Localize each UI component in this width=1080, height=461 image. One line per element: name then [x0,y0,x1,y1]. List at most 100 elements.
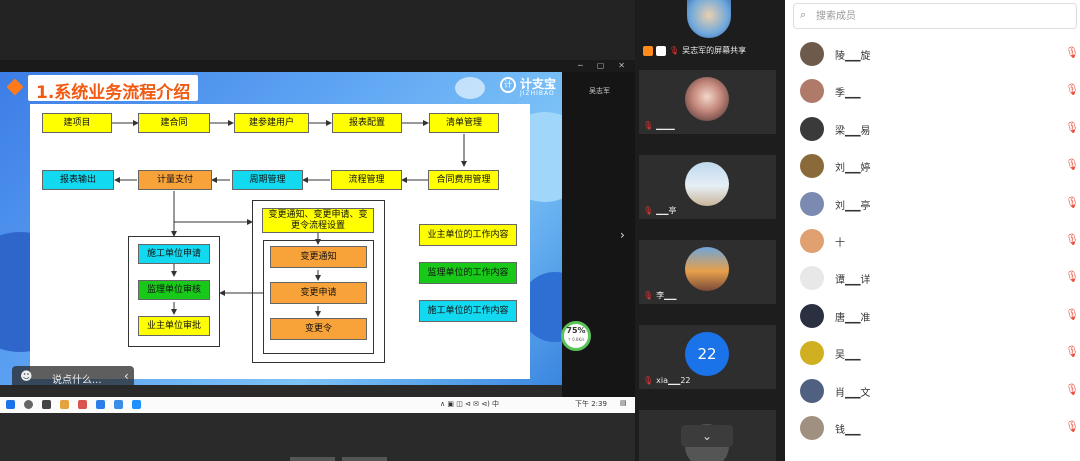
mic-muted-icon[interactable]: 🎙 [1065,420,1079,433]
brand-logo-icon: 计 [500,77,516,93]
approval-group-frame [128,236,220,347]
member-name: 谭▁▁详 [835,275,871,287]
flow-step: 合同费用管理 [428,170,499,190]
flow-step: 变更令 [270,318,367,340]
mic-muted-icon[interactable]: 🎙 [1065,83,1079,97]
member-avatar [800,378,824,403]
close-icon[interactable]: ✕ [618,61,625,70]
flow-step: 建项目 [42,113,112,133]
member-item[interactable]: 梁▁▁易 🎙 [785,110,1080,147]
mic-muted-icon[interactable]: 🎙 [1065,46,1079,59]
video-tile[interactable]: 🎙▁▁亭 [639,155,776,219]
legend-supervisor: 监理单位的工作内容 [419,262,517,284]
member-item[interactable]: 钱▁▁🎙 [785,409,1080,446]
member-item[interactable]: 唐▁▁准🎙 [785,297,1080,334]
member-search-box[interactable]: ⌕ [793,3,1077,29]
emoji-icon[interactable]: ☻ [20,369,33,383]
mic-muted-icon[interactable]: 🎙 [1065,382,1079,396]
mic-muted-icon[interactable]: 🎙 [1065,270,1079,284]
system-tray-icons[interactable]: ∧ ▣ ◫ ⊲ ✉ ⊲) 中 [440,400,500,408]
mic-muted-icon[interactable]: 🎙 [1065,233,1079,246]
maximize-icon[interactable]: ▢ [596,61,605,70]
member-avatar [800,341,824,366]
mic-muted-icon[interactable]: 🎙 [1065,158,1079,172]
windows-taskbar: ∧ ▣ ◫ ⊲ ✉ ⊲) 中 下午 2:39 ▤ [0,397,635,413]
mic-muted-icon[interactable]: 🎙 [1065,345,1079,359]
chat-placeholder[interactable]: 说点什么... [52,375,102,386]
participant-name: 李▁▁ [656,290,677,300]
member-avatar [800,116,824,141]
flow-step: 变更申请 [270,282,367,304]
brand-logo: 计 计支宝 JIZHIBAO [500,74,562,100]
mic-muted-icon[interactable]: 🎙 [1065,307,1079,321]
member-name: 十 [835,238,845,249]
mic-muted-icon[interactable]: 🎙 [1065,120,1079,134]
member-name: 吴▁▁ [835,350,861,362]
participant-name: xia▁▁22 [656,375,691,385]
legend-owner: 业主单位的工作内容 [419,224,517,246]
task-view-icon[interactable] [42,400,51,409]
collapse-arrow-icon[interactable]: › [620,228,625,242]
presenter-tile[interactable]: 🎙 吴志军的屏幕共享 [639,0,776,62]
member-avatar [800,229,824,253]
video-tile[interactable]: 22 🎙xia▁▁22 [639,325,776,389]
app-icon[interactable] [132,400,141,409]
member-avatar [800,154,824,179]
notification-icon[interactable]: ▤ [620,399,627,407]
flowchart-board: 建项目 建合同 建参建用户 报表配置 清单管理 报表输出 计量支付 周期管理 流… [30,104,530,379]
slide-title-box [28,75,198,101]
start-icon[interactable] [6,400,15,409]
participant-avatar [685,247,729,291]
brand-subtitle: JIZHIBAO [520,90,555,97]
member-item[interactable]: 肖▁▁文🎙 [785,372,1080,409]
slide-header: 1.系统业务流程介绍 计 计支宝 JIZHIBAO [0,72,562,103]
flow-step: 施工单位申请 [138,244,210,264]
browser-icon[interactable] [96,400,105,409]
member-search-input[interactable] [816,8,1066,24]
gauge-speed: ↑ 0.6K/s [567,337,585,342]
member-item[interactable]: 十🎙 [785,222,1080,259]
mic-muted-icon: 🎙 [669,46,680,55]
member-name: 刘▁▁亭 [835,200,871,212]
member-item[interactable]: 刘▁▁亭 🎙 [785,185,1080,222]
presenter-name: 吴志军的屏幕共享 [682,46,747,55]
flow-step: 周期管理 [232,170,303,190]
member-name: 季▁▁ [835,88,861,100]
taskbar-clock[interactable]: 下午 2:39 [575,400,607,408]
app-icon[interactable] [78,400,87,409]
member-item[interactable]: 陵▁▁旋🎙 [785,35,1080,72]
video-tile[interactable]: 🎙▁▁▁ [639,70,776,134]
member-item[interactable]: 谭▁▁详 🎙 [785,259,1080,296]
video-tile[interactable]: 🎙李▁▁ [639,240,776,304]
title-bullet-icon [6,78,24,96]
collapse-chat-icon[interactable]: ‹ [124,369,129,383]
flow-step: 报表输出 [42,170,114,190]
presentation-slide: 1.系统业务流程介绍 计 计支宝 JIZHIBAO [0,72,562,385]
brand-name: 计支宝 [520,77,557,91]
flow-step: 建合同 [138,113,210,133]
mic-muted-icon[interactable]: 🎙 [1065,195,1079,209]
shared-screen-area: ─ ▢ ✕ 吴志军 › 1.系统业务流程介绍 计 计支宝 JIZHIBAO [0,0,635,461]
minimize-icon[interactable]: ─ [577,61,583,70]
scroll-down-icon[interactable]: ⌄ [681,425,733,447]
member-avatar [800,416,824,440]
member-item[interactable]: 吴▁▁ 🎙 [785,334,1080,371]
presenter-label: 🎙 吴志军的屏幕共享 [643,45,746,56]
explorer-icon[interactable] [60,400,69,409]
mic-muted-icon: 🎙 [643,375,654,385]
flow-step: 计量支付 [138,170,212,190]
mic-muted-icon: 🎙 [643,205,654,215]
screen-share-icon [656,45,666,56]
member-item[interactable]: 刘▁▁婷 🎙 [785,147,1080,184]
scroll-strip [342,457,387,461]
member-name: 刘▁▁婷 [835,163,871,175]
chat-input-pill[interactable]: ☻ 说点什么... ‹ [12,366,134,388]
member-item[interactable]: 季▁▁ 🎙 [785,72,1080,109]
search-icon[interactable] [24,400,33,409]
flowchart-connectors [112,120,467,317]
flow-step: 建参建用户 [234,113,309,133]
member-name: 梁▁▁易 [835,125,871,137]
meeting-app-icon[interactable] [114,400,123,409]
share-window-bar: ─ ▢ ✕ [0,60,635,72]
